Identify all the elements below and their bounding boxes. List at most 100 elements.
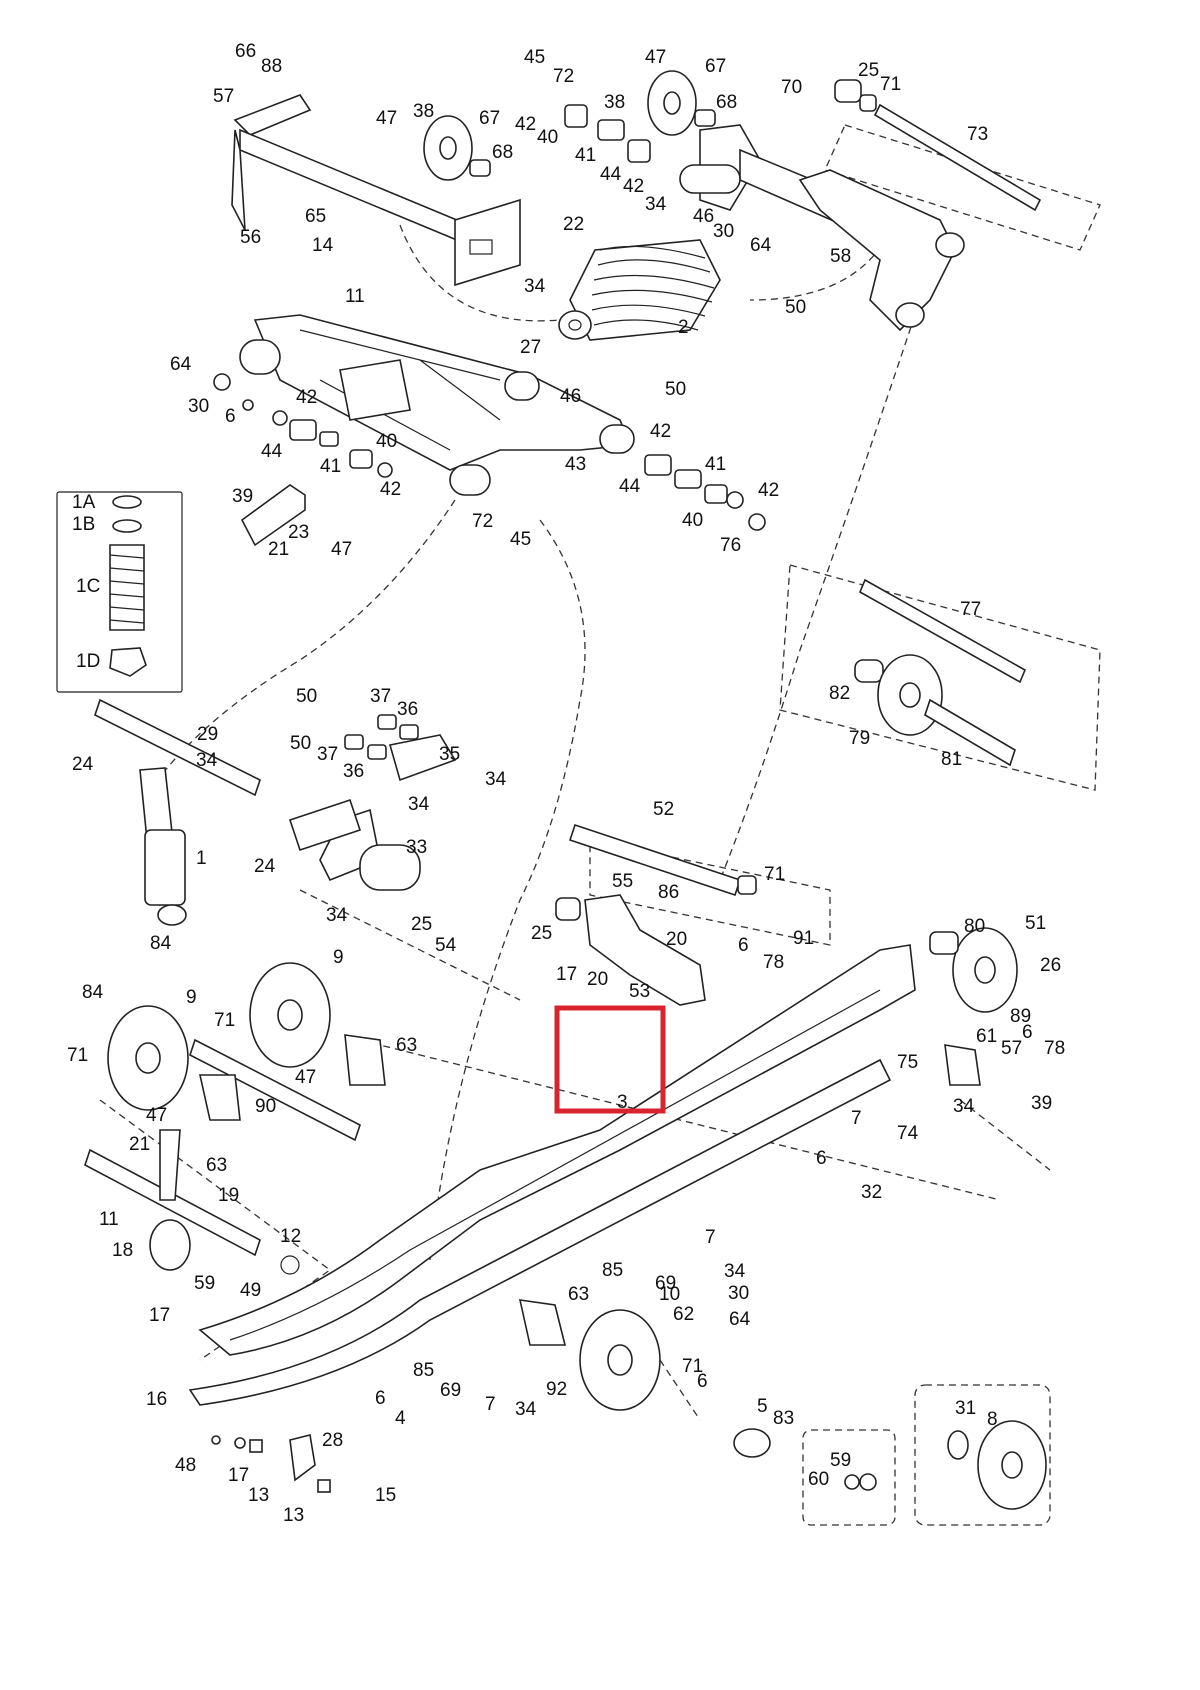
callout-label: 91: [793, 928, 814, 949]
callout-label: 48: [175, 1455, 196, 1476]
callout-label: 52: [653, 799, 674, 820]
callout-label: 58: [830, 246, 851, 267]
shaft-77-wheel-79: [854, 578, 1027, 767]
wheel-62: [579, 1309, 661, 1411]
callout-label: 24: [254, 856, 276, 877]
inset-label: 1D: [76, 651, 100, 672]
callout-label: 32: [861, 1182, 882, 1203]
callout-label: 92: [546, 1379, 567, 1400]
callout-label: 50: [665, 379, 686, 400]
cross-shaft-65: [231, 94, 521, 287]
callout-label: 54: [435, 935, 457, 956]
callout-label: 42: [758, 480, 779, 501]
callout-label: 71: [67, 1045, 88, 1066]
callout-label: 64: [750, 235, 772, 256]
callout-label: 42: [380, 479, 401, 500]
callout-label: 43: [565, 454, 586, 475]
spring-2: [558, 239, 721, 341]
callout-label: 80: [964, 916, 985, 937]
callout-label: 78: [1044, 1038, 1065, 1059]
cap-83: [733, 1428, 771, 1458]
callout-label: 62: [673, 1304, 694, 1325]
callout-label: 34: [485, 769, 507, 790]
callout-label: 24: [72, 754, 94, 775]
callout-label: 25: [411, 914, 432, 935]
callout-label: 25: [858, 60, 879, 81]
callout-label: 49: [240, 1280, 261, 1301]
callout-label: 30: [713, 221, 734, 242]
callout-label: 42: [296, 387, 317, 408]
callout-label: 79: [849, 728, 870, 749]
idler-wheel-67a: [423, 115, 473, 181]
callout-label: 6: [375, 1388, 386, 1409]
callout-label: 76: [720, 535, 741, 556]
callout-label: 68: [716, 92, 737, 113]
callout-label: 67: [705, 56, 726, 77]
callout-label: 22: [563, 214, 584, 235]
callout-label: 13: [248, 1485, 269, 1506]
callout-label: 34: [196, 750, 218, 771]
callout-label: 45: [524, 47, 545, 68]
callout-label: 16: [146, 1389, 167, 1410]
callout-label: 6: [738, 935, 749, 956]
shaft-90: [189, 1038, 361, 1142]
callout-label: 40: [537, 127, 558, 148]
callout-label: 71: [880, 74, 901, 95]
callout-label: 39: [1031, 1093, 1052, 1114]
callout-label: 17: [149, 1305, 170, 1326]
callout-label: 31: [955, 1398, 976, 1419]
callout-label: 9: [333, 947, 344, 968]
top-bushings: [469, 79, 1042, 212]
callout-label: 40: [682, 510, 703, 531]
callout-label: 46: [693, 206, 714, 227]
callout-label: 83: [773, 1408, 794, 1429]
bottom-insets: [802, 1384, 1051, 1526]
callout-label: 84: [150, 933, 172, 954]
callout-label: 7: [851, 1108, 862, 1129]
callout-label: 6: [816, 1148, 827, 1169]
callout-label: 34: [515, 1399, 537, 1420]
callout-label: 12: [280, 1226, 301, 1247]
callout-label: 1: [196, 848, 207, 869]
callout-label: 85: [602, 1260, 623, 1281]
wheel-9b: [249, 962, 331, 1068]
callout-label: 59: [830, 1450, 851, 1471]
callout-label: 47: [645, 47, 666, 68]
callout-label: 68: [492, 142, 513, 163]
callout-label: 7: [705, 1227, 716, 1248]
callout-label: 77: [960, 599, 981, 620]
callout-label: 33: [406, 837, 427, 858]
callout-label: 36: [397, 699, 418, 720]
callout-label: 47: [376, 108, 397, 129]
callout-label: 42: [650, 421, 671, 442]
callout-label: 50: [785, 297, 806, 318]
callout-label: 47: [331, 539, 352, 560]
callout-label: 34: [524, 276, 546, 297]
callout-label: 34: [724, 1261, 746, 1282]
callout-label: 44: [619, 476, 641, 497]
inset-label: 1A: [72, 492, 96, 513]
callout-label: 40: [376, 431, 397, 452]
callout-label: 38: [413, 101, 434, 122]
callout-label: 70: [781, 77, 802, 98]
callout-label: 85: [413, 1360, 434, 1381]
callout-label: 45: [510, 529, 531, 550]
callout-label: 27: [520, 337, 541, 358]
callout-label: 88: [261, 56, 282, 77]
callout-label: 35: [439, 744, 460, 765]
callout-label: 36: [343, 761, 364, 782]
callout-label: 71: [214, 1010, 235, 1031]
callout-label: 47: [295, 1067, 316, 1088]
callout-label: 72: [553, 66, 574, 87]
callout-label: 20: [666, 929, 687, 950]
callout-label: 73: [967, 124, 988, 145]
callout-label: 42: [623, 176, 644, 197]
callout-label: 38: [604, 92, 625, 113]
callout-label: 30: [188, 396, 209, 417]
callout-label: 84: [82, 982, 104, 1003]
callout-label: 15: [375, 1485, 396, 1506]
callout-label: 86: [658, 882, 679, 903]
callout-label: 11: [99, 1209, 119, 1230]
callout-label: 39: [232, 486, 253, 507]
